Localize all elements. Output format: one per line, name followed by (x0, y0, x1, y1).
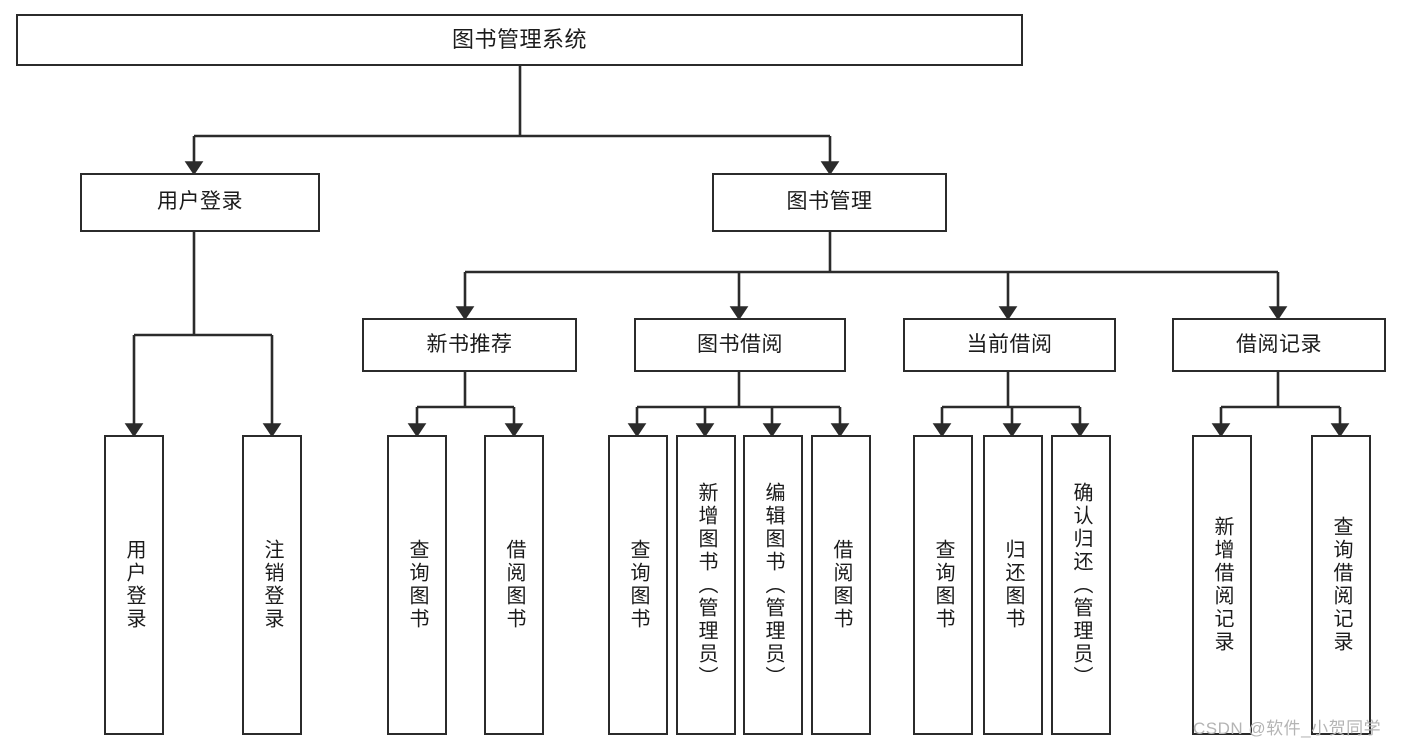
node-label: 查询图书 (406, 539, 428, 631)
node-label: 当前借阅 (966, 332, 1053, 356)
node-label: 注销登录 (261, 539, 283, 631)
node-leaf-query-book-2[interactable]: 查询图书 (608, 435, 668, 735)
node-label: 编辑图书（管理员） (762, 481, 784, 689)
node-leaf-borrow-book-2[interactable]: 借阅图书 (811, 435, 871, 735)
node-label: 借阅记录 (1236, 332, 1322, 356)
node-book-borrow[interactable]: 图书借阅 (634, 318, 846, 372)
node-user-login[interactable]: 用户登录 (80, 173, 320, 232)
node-leaf-edit-book[interactable]: 编辑图书（管理员） (743, 435, 803, 735)
node-new-book-recommend[interactable]: 新书推荐 (362, 318, 577, 372)
node-leaf-user-login[interactable]: 用户登录 (104, 435, 164, 735)
node-leaf-query-book-1[interactable]: 查询图书 (387, 435, 447, 735)
node-label: 用户登录 (123, 539, 145, 631)
node-label: 借阅图书 (503, 539, 525, 631)
node-root-system[interactable]: 图书管理系统 (16, 14, 1023, 66)
node-leaf-add-book[interactable]: 新增图书（管理员） (676, 435, 736, 735)
node-leaf-return-book[interactable]: 归还图书 (983, 435, 1043, 735)
node-leaf-query-record[interactable]: 查询借阅记录 (1311, 435, 1371, 735)
node-label: 新书推荐 (426, 332, 513, 356)
node-leaf-confirm-return[interactable]: 确认归还（管理员） (1051, 435, 1111, 735)
node-book-manage[interactable]: 图书管理 (712, 173, 947, 232)
node-label: 确认归还（管理员） (1070, 481, 1092, 689)
csdn-watermark: CSDN @软件_小贺同学 (1193, 719, 1382, 738)
node-label: 查询图书 (627, 539, 649, 631)
node-label: 用户登录 (157, 190, 243, 214)
node-label: 查询借阅记录 (1330, 516, 1352, 654)
node-label: 借阅图书 (830, 539, 852, 631)
node-label: 新增图书（管理员） (695, 481, 717, 689)
node-leaf-query-book-3[interactable]: 查询图书 (913, 435, 973, 735)
node-borrow-record[interactable]: 借阅记录 (1172, 318, 1386, 372)
node-label: 查询图书 (932, 539, 954, 631)
node-leaf-add-record[interactable]: 新增借阅记录 (1192, 435, 1252, 735)
node-label: 图书借阅 (697, 332, 783, 356)
node-leaf-borrow-book-1[interactable]: 借阅图书 (484, 435, 544, 735)
node-label: 图书管理系统 (451, 27, 587, 53)
node-label: 归还图书 (1002, 539, 1024, 631)
node-leaf-logout[interactable]: 注销登录 (242, 435, 302, 735)
node-current-borrow[interactable]: 当前借阅 (903, 318, 1116, 372)
node-label: 图书管理 (786, 190, 873, 214)
node-label: 新增借阅记录 (1211, 516, 1233, 654)
